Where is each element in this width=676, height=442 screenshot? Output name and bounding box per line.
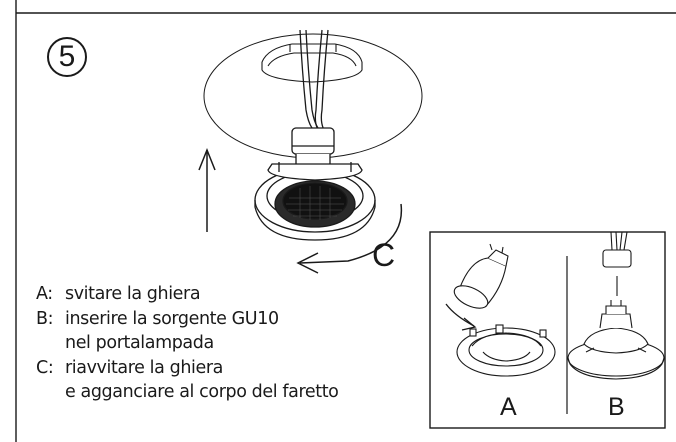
instruction-text: svitare la ghiera [65, 284, 201, 304]
instruction-list: A: svitare la ghiera B: inserire la sorg… [36, 282, 339, 405]
callout-letter: C [372, 237, 396, 273]
instruction-item: A: svitare la ghiera [36, 282, 338, 307]
up-arrow [198, 147, 216, 232]
instruction-key: A: [36, 284, 53, 304]
cables [299, 29, 329, 131]
inset-a-ring [456, 324, 556, 377]
inset-b-connector [602, 231, 632, 296]
spotlight-ring [254, 162, 376, 241]
reflector-texture [286, 186, 344, 220]
instruction-text: riavvitare la ghiera [65, 357, 223, 378]
instruction-key: C: [36, 357, 54, 378]
inset-a-arrow [445, 303, 477, 331]
step-number-badge: 5 [47, 37, 87, 77]
instruction-text: inserire la sorgente GU10 [65, 308, 279, 329]
instruction-item: B: inserire la sorgente GU10 nel portala… [36, 307, 338, 356]
inset-a-lamp [453, 243, 509, 309]
inset-label-b: B [608, 393, 625, 421]
fitting-rim [261, 43, 363, 83]
step-number: 5 [58, 40, 76, 73]
gu10-connector [291, 127, 335, 167]
inset-label-a: A [500, 393, 517, 421]
instruction-key: B: [36, 308, 54, 329]
instruction-item: C: riavvitare la ghiera e agganciare al … [36, 356, 339, 405]
inset-box [429, 231, 666, 429]
rotation-arrow [296, 203, 403, 274]
instruction-text: nel portalampada [65, 333, 214, 353]
instruction-text: e agganciare al corpo del faretto [65, 382, 339, 402]
inset-b-lamp-ring [567, 300, 665, 380]
